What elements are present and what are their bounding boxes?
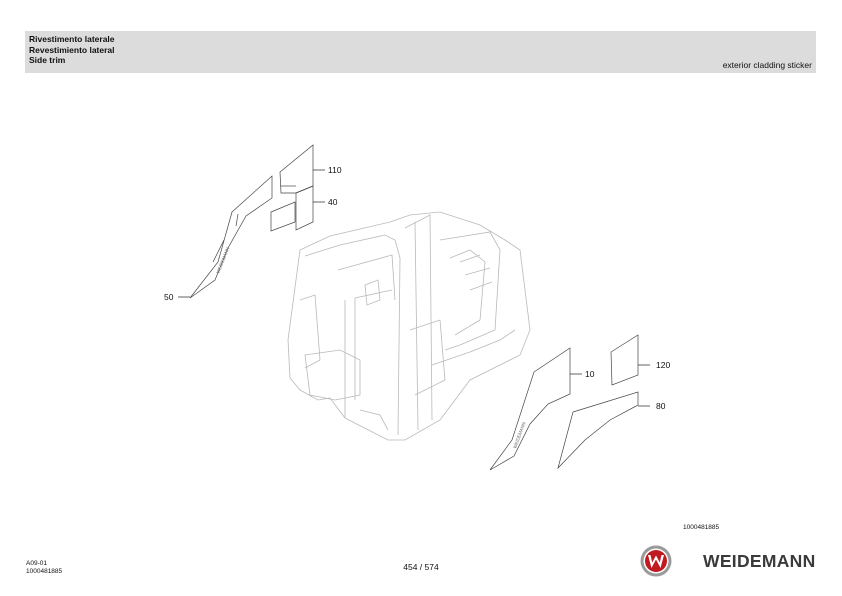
sticker-10: WEIDEMANN xyxy=(489,347,571,471)
sticker-50: WEIDEMANN xyxy=(189,175,273,299)
callout-50: 50 xyxy=(164,292,174,302)
svg-text:WEIDEMANN: WEIDEMANN xyxy=(215,247,230,275)
sticker-120 xyxy=(610,334,639,386)
page-header: Rivestimento laterale Revestimiento late… xyxy=(25,31,816,73)
footer-code: A09-01 xyxy=(26,560,47,567)
callout-10: 10 xyxy=(585,369,595,379)
brand-logo: WEIDEMANN xyxy=(640,545,818,577)
callout-40: 40 xyxy=(328,197,338,207)
title-block: Rivestimento laterale Revestimiento late… xyxy=(29,34,115,66)
sticker-110 xyxy=(279,144,314,194)
leader-lines xyxy=(178,169,650,407)
weidemann-logo-icon xyxy=(640,545,672,577)
page-number: 454 / 574 xyxy=(403,562,439,572)
cab-drawing xyxy=(287,211,531,441)
title-english: Side trim xyxy=(29,55,66,65)
brand-name: WEIDEMANN xyxy=(703,551,816,571)
footer-codes: A09-01 1000481885 xyxy=(26,560,62,576)
sticker-80 xyxy=(557,391,639,470)
title-spanish: Revestimiento lateral xyxy=(29,44,115,55)
title-italian: Rivestimento laterale xyxy=(29,34,115,44)
footer-doc-number: 1000481885 xyxy=(26,568,63,575)
callout-120: 120 xyxy=(656,360,670,370)
sticker-40 xyxy=(270,185,314,232)
header-subtitle: exterior cladding sticker xyxy=(722,60,812,70)
drawing-number: 1000481885 xyxy=(683,524,720,531)
callout-110: 110 xyxy=(328,165,342,175)
callout-80: 80 xyxy=(656,401,666,411)
